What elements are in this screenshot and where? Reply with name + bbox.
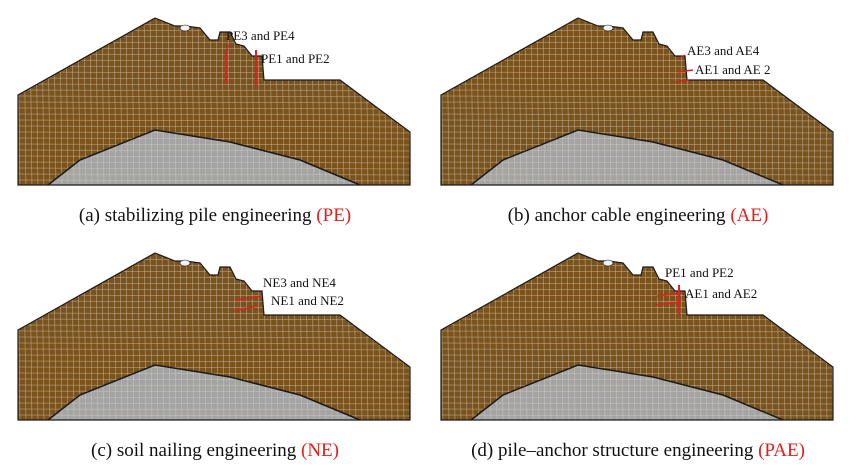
- slope-model-b: AE3 and AE4 AE1 and AE 2: [440, 17, 834, 186]
- soil-body: [441, 253, 833, 420]
- panel-b: AE3 and AE4 AE1 and AE 2 (b) anchor cabl…: [423, 0, 853, 235]
- stabilizing-piles: [225, 41, 257, 86]
- caption-abbr-a: (PE): [316, 205, 352, 226]
- crest-void: [602, 24, 614, 32]
- caption-abbr-c: (NE): [301, 440, 339, 461]
- label-pe1-pe2: PE1 and PE2: [665, 265, 734, 280]
- bedrock-interface: [47, 364, 361, 421]
- anchor-ae1-ae2-upper: [656, 292, 684, 297]
- bedrock-body: [471, 365, 783, 420]
- bedrock-body: [48, 365, 360, 420]
- soil-body: [18, 253, 410, 420]
- label-pe3-pe4: PE3 and PE4: [226, 28, 295, 43]
- crest-void: [602, 259, 614, 267]
- caption-a: (a) stabilizing pile engineering (PE): [0, 205, 430, 227]
- anchor-ae3-ae4: [677, 69, 694, 73]
- slope-model-d: PE1 and PE2 AE1 and AE2: [440, 252, 834, 421]
- soil-body: [18, 18, 410, 185]
- bedrock-interface: [47, 129, 361, 186]
- label-ae3-ae4: AE3 and AE4: [687, 43, 760, 58]
- caption-d: (d) pile–anchor structure engineering (P…: [423, 440, 853, 462]
- caption-abbr-b: (AE): [730, 205, 769, 226]
- crest-void: [179, 259, 191, 267]
- slope-model-a: PE3 and PE4 PE1 and PE2: [17, 17, 411, 186]
- caption-text-a: (a) stabilizing pile engineering: [78, 205, 317, 226]
- caption-c: (c) soil nailing engineering (NE): [0, 440, 430, 462]
- label-ne1-ne2: NE1 and NE2: [271, 293, 344, 308]
- nail-ne1-ne2: [232, 305, 259, 312]
- crest-void: [179, 24, 191, 32]
- leader-pe3-pe4: [225, 41, 231, 53]
- caption-b: (b) anchor cable engineering (AE): [423, 205, 853, 227]
- piles-and-anchors: [654, 285, 684, 315]
- anchor-ae1-ae2: [674, 79, 690, 83]
- bedrock-body: [471, 130, 783, 185]
- slope-model-c: NE3 and NE4 NE1 and NE2: [17, 252, 411, 421]
- panel-d: PE1 and PE2 AE1 and AE2 (d) pile–anchor …: [423, 235, 853, 470]
- caption-text-d: (d) pile–anchor structure engineering: [471, 440, 759, 461]
- bedrock-interface: [470, 364, 784, 421]
- leader-ae3-ae4: [678, 54, 686, 59]
- label-ae1-ae2: AE1 and AE2: [685, 286, 757, 301]
- anchor-ae1-ae2-lower: [654, 301, 682, 306]
- nail-ne3-ne4: [235, 295, 263, 301]
- soil-body: [441, 18, 833, 185]
- label-pe1-pe2: PE1 and PE2: [261, 51, 330, 66]
- panel-c: NE3 and NE4 NE1 and NE2 (c) soil nailing…: [0, 235, 430, 470]
- bedrock-interface: [470, 129, 784, 186]
- soil-nails: [232, 295, 263, 312]
- bedrock-body: [48, 130, 360, 185]
- panel-a: PE3 and PE4 PE1 and PE2 (a) stabilizing …: [0, 0, 430, 235]
- anchor-cables: [674, 54, 694, 83]
- label-ae1-ae2: AE1 and AE 2: [695, 62, 770, 77]
- caption-text-c: (c) soil nailing engineering: [91, 440, 301, 461]
- caption-text-b: (b) anchor cable engineering: [507, 205, 731, 226]
- label-ne3-ne4: NE3 and NE4: [263, 275, 336, 290]
- caption-abbr-d: (PAE): [758, 440, 805, 461]
